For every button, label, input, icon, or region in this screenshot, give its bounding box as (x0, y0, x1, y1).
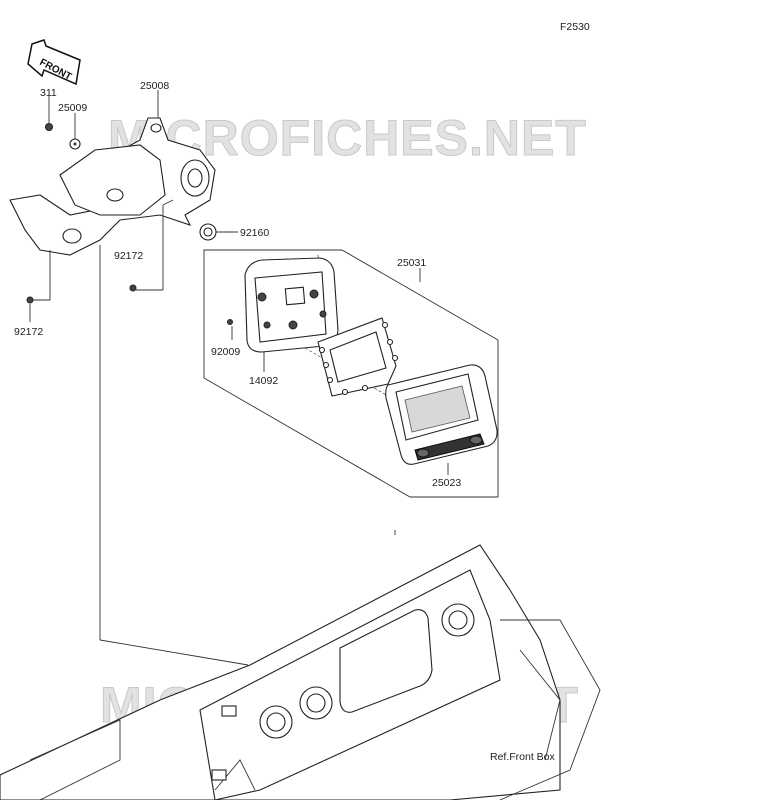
meter-rear-cover (244, 257, 339, 353)
screw-92009 (227, 319, 233, 325)
front-arrow-icon: FRONT (27, 39, 81, 86)
label-25009: 25009 (58, 102, 87, 114)
label-92172-a: 92172 (114, 250, 143, 262)
grommet-92160 (199, 223, 217, 241)
seal-frame-14092 (317, 317, 399, 397)
bolt-92172-b (26, 296, 34, 304)
label-92160: 92160 (240, 227, 269, 239)
label-25008: 25008 (140, 80, 169, 92)
label-25031: 25031 (397, 257, 426, 269)
label-ref-front-box: Ref.Front Box (490, 751, 556, 763)
label-92009: 92009 (211, 346, 240, 358)
label-311: 311 (40, 87, 57, 99)
bolt-311 (45, 123, 53, 131)
label-25023: 25023 (432, 477, 461, 489)
bolt-92172-a (129, 284, 137, 292)
label-14092: 14092 (249, 375, 278, 387)
assembly-outline-25031 (203, 249, 499, 498)
figure-code: F2530 (560, 21, 590, 33)
bracket-25008 (9, 117, 216, 256)
front-box-reference (0, 544, 601, 800)
meter-unit-25023 (385, 364, 498, 465)
washer-25009 (69, 138, 81, 150)
label-92172-b: 92172 (14, 326, 43, 338)
